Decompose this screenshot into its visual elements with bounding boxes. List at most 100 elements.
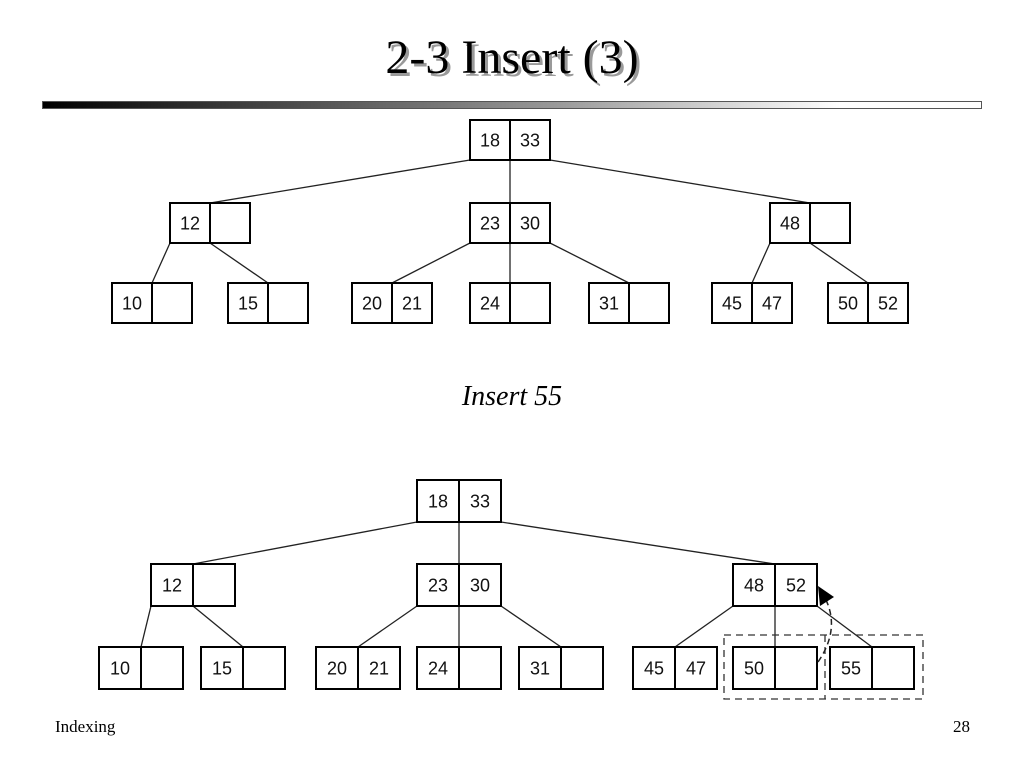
top-internal-node-0-key-0: 12 — [180, 214, 200, 234]
bottom-leaf-node-2-key-1: 21 — [369, 659, 389, 679]
tree-edge — [549, 242, 630, 284]
top-internal-node-1-cell-1 — [509, 202, 551, 244]
tree-edge — [500, 521, 776, 565]
tree-edge — [751, 242, 771, 284]
top-leaf-node-2-cell-1 — [391, 282, 433, 324]
top-leaf-node-4-key-0: 31 — [599, 294, 619, 314]
top-leaf-node-2-key-0: 20 — [362, 294, 382, 314]
top-leaf-node-6-cell-1 — [867, 282, 909, 324]
top-internal-node-0: 12 — [169, 202, 251, 244]
bottom-internal-node-1-cell-1 — [458, 563, 502, 607]
top-internal-node-2: 48 — [769, 202, 851, 244]
promotion-arrow-line — [817, 599, 833, 663]
top-leaf-node-1: 15 — [227, 282, 309, 324]
top-leaf-node-1-key-0: 15 — [238, 294, 258, 314]
top-leaf-node-6-key-1: 52 — [878, 294, 898, 314]
top-internal-node-0-cell-1 — [209, 202, 251, 244]
top-leaf-node-4: 31 — [588, 282, 670, 324]
bottom-leaf-node-5-key-0: 45 — [644, 659, 664, 679]
bottom-internal-node-2-key-0: 48 — [744, 576, 764, 596]
split-annotation — [723, 586, 924, 700]
top-leaf-node-4-cell-1 — [628, 282, 670, 324]
bottom-leaf-node-5-key-1: 47 — [686, 659, 706, 679]
top-internal-node-2-cell-1 — [809, 202, 851, 244]
top-internal-node-1-key-1: 30 — [520, 214, 540, 234]
top-leaf-node-1-cell-1 — [267, 282, 309, 324]
tree-edge — [816, 605, 873, 648]
bottom-leaf-node-5: 45 47 — [632, 646, 718, 690]
tree-edge — [500, 605, 562, 648]
tree-edge — [192, 521, 418, 565]
top-leaf-node-5-key-0: 45 — [722, 294, 742, 314]
bottom-leaf-node-1-cell-0 — [200, 646, 244, 690]
tree-edge — [209, 242, 269, 284]
bottom-leaf-node-2-cell-1 — [357, 646, 401, 690]
footer-label: Indexing — [55, 717, 116, 736]
bottom-leaf-node-4-cell-1 — [560, 646, 604, 690]
bottom-internal-node-1-key-0: 23 — [428, 576, 448, 596]
caption: Insert 55 — [461, 381, 563, 412]
bottom-leaf-node-4-cell-0 — [518, 646, 562, 690]
tree-edge — [192, 605, 244, 648]
bottom-leaf-node-3-cell-1 — [458, 646, 502, 690]
top-leaf-node-5-cell-0 — [711, 282, 753, 324]
bottom-leaf-node-1: 15 — [200, 646, 286, 690]
top-leaf-node-0: 10 — [111, 282, 193, 324]
tree-edge — [209, 159, 471, 204]
bottom-leaf-node-0: 10 — [98, 646, 184, 690]
bottom-leaf-node-7-cell-1 — [871, 646, 915, 690]
top-internal-node-1-cell-0 — [469, 202, 511, 244]
bottom-internal-node-0-key-0: 12 — [162, 576, 182, 596]
bottom-internal-node-1-cell-0 — [416, 563, 460, 607]
top-leaf-node-3-cell-1 — [509, 282, 551, 324]
bottom-internal-node-0: 12 — [150, 563, 236, 607]
bottom-leaf-node-7-cell-0 — [829, 646, 873, 690]
top-internal-node-2-key-0: 48 — [780, 214, 800, 234]
bottom-leaf-node-2-key-0: 20 — [327, 659, 347, 679]
bottom-internal-node-2: 48 52 — [732, 563, 818, 607]
tree-edge — [357, 605, 418, 648]
bottom-root-node-cell-0 — [416, 479, 460, 523]
top-leaf-node-3-key-0: 24 — [480, 294, 500, 314]
top-internal-node-1: 23 30 — [469, 202, 551, 244]
top-leaf-node-3: 24 — [469, 282, 551, 324]
page-number: 28 — [953, 717, 970, 736]
bottom-leaf-node-1-key-0: 15 — [212, 659, 232, 679]
top-root-node-cell-0 — [469, 119, 511, 161]
bottom-leaf-node-1-cell-1 — [242, 646, 286, 690]
bottom-leaf-node-5-cell-1 — [674, 646, 718, 690]
slide-title: 2-3 Insert (3) — [385, 31, 639, 84]
bottom-root-node-cell-1 — [458, 479, 502, 523]
top-internal-node-1-key-0: 23 — [480, 214, 500, 234]
tree-edge — [809, 242, 869, 284]
bottom-leaf-node-5-cell-0 — [632, 646, 676, 690]
bottom-leaf-node-6: 50 — [732, 646, 818, 690]
bottom-leaf-node-3: 24 — [416, 646, 502, 690]
top-root-node-key-0: 18 — [480, 131, 500, 151]
tree-edge — [674, 605, 734, 648]
top-internal-node-2-cell-0 — [769, 202, 811, 244]
bottom-leaf-node-0-cell-1 — [140, 646, 184, 690]
bottom-leaf-node-6-cell-1 — [774, 646, 818, 690]
top-leaf-node-5-key-1: 47 — [762, 294, 782, 314]
bottom-leaf-node-4-key-0: 31 — [530, 659, 550, 679]
bottom-leaf-node-0-key-0: 10 — [110, 659, 130, 679]
title-rule — [42, 101, 982, 109]
tree-edge — [140, 605, 152, 648]
top-leaf-node-0-cell-1 — [151, 282, 193, 324]
top-leaf-node-5: 45 47 — [711, 282, 793, 324]
top-leaf-node-4-cell-0 — [588, 282, 630, 324]
bottom-leaf-node-3-cell-0 — [416, 646, 460, 690]
bottom-internal-node-0-cell-1 — [192, 563, 236, 607]
tree-edge — [151, 242, 171, 284]
bottom-internal-node-2-key-1: 52 — [786, 576, 806, 596]
top-root-node-cell-1 — [509, 119, 551, 161]
